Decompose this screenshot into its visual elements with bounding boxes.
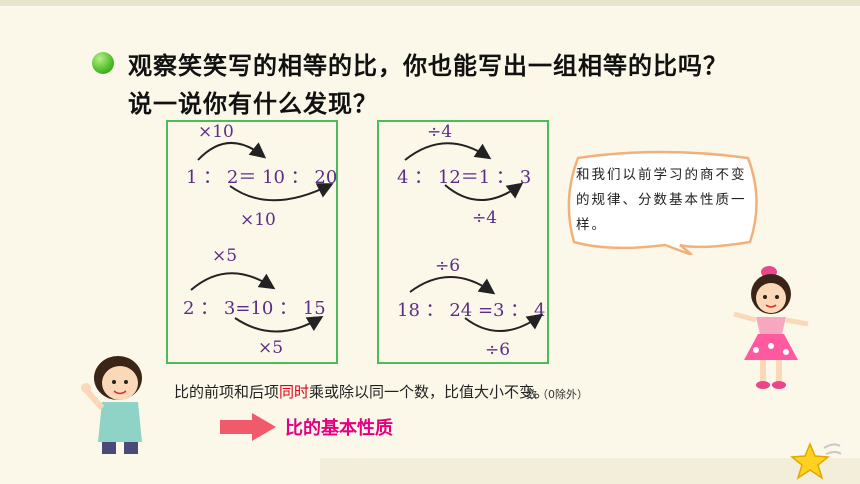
ratio-18-24-3-4: 18 ： 24 =3 ： 4 xyxy=(397,300,546,321)
decorative-bottom-strip xyxy=(320,458,860,484)
question-line-1: 观察笑笑写的相等的比，你也能写出一组相等的比吗？ xyxy=(128,52,728,80)
speech-bubble xyxy=(567,150,758,255)
arc-div6-top xyxy=(409,276,496,295)
arc-div4-bottom xyxy=(444,182,524,201)
speech-bubble-text: 和我们以前学习的商不变的规律、分数基本性质一样。 xyxy=(576,167,747,233)
right-ratio-box xyxy=(377,120,549,364)
op-times10-bottom: ×10 xyxy=(240,210,276,230)
op-times10-top: ×10 xyxy=(198,122,234,142)
rule-highlight: 同时 xyxy=(279,383,310,401)
op-div4-bottom: ÷4 xyxy=(472,208,498,228)
arc-div6-bottom xyxy=(464,313,544,332)
rule-before: 比的前项和后项 xyxy=(174,383,280,401)
rule-overlay-note: 数（0除外） xyxy=(526,388,588,401)
arc-times10-bottom xyxy=(229,183,334,202)
arc-times10-top xyxy=(197,141,267,161)
op-times5-bottom: ×5 xyxy=(258,338,284,358)
pink-arrow-icon xyxy=(220,413,276,441)
op-div6-bottom: ÷6 xyxy=(485,340,511,360)
arc-times5-top xyxy=(190,272,276,291)
girl-character-icon xyxy=(733,266,809,389)
boy-character-icon xyxy=(81,356,142,454)
ratio-4-12-1-3: 4 ： 12＝1 ： 3 xyxy=(397,167,532,188)
rule-after: 乘或除以同一个数，比值大小不变。 xyxy=(309,383,550,401)
ratio-1-2-10-20: 1 ： 2＝ 10 ： 20 xyxy=(186,167,338,188)
property-label: 比的基本性质 xyxy=(285,418,393,439)
arc-times5-bottom xyxy=(234,315,324,333)
op-div6-top: ÷6 xyxy=(435,256,461,276)
question-line-2: 说一说你有什么发现？ xyxy=(128,90,378,118)
op-div4-top: ÷4 xyxy=(427,122,453,142)
op-times5-top: ×5 xyxy=(212,246,238,266)
ratio-2-3-10-15: 2 ： 3=10 ： 15 xyxy=(183,298,326,319)
green-bullet-icon xyxy=(92,52,114,74)
arc-div4-top xyxy=(404,142,492,161)
rule-sentence: 比的前项和后项同时乘或除以同一个数，比值大小不变。 xyxy=(174,381,549,402)
top-border xyxy=(0,0,860,6)
left-ratio-box xyxy=(166,120,338,364)
star-icon xyxy=(790,442,842,480)
